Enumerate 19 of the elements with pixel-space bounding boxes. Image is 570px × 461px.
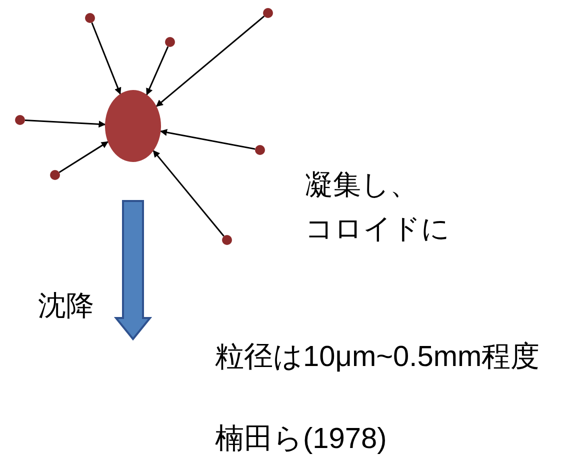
note-text: 凝集し、コロイドに (305, 168, 451, 246)
particle-cluster (105, 90, 161, 162)
particle-dot (165, 37, 175, 47)
particle-dot (255, 145, 265, 155)
arrow (152, 150, 224, 237)
particle-dot (85, 13, 95, 23)
particle-dot (222, 235, 232, 245)
particle-dot (263, 8, 273, 18)
arrow (160, 128, 256, 150)
settling-label: 沈降 (38, 289, 95, 323)
particle-dot (50, 170, 60, 180)
arrow (91, 22, 122, 95)
citation: 楠田ら(1978) (215, 422, 388, 457)
size-note: 粒径は10μm~0.5mm程度 (215, 340, 541, 375)
arrow (156, 16, 265, 107)
arrow (58, 141, 108, 173)
arrow (24, 120, 106, 128)
arrow (146, 46, 169, 96)
particle-dot (15, 115, 25, 125)
